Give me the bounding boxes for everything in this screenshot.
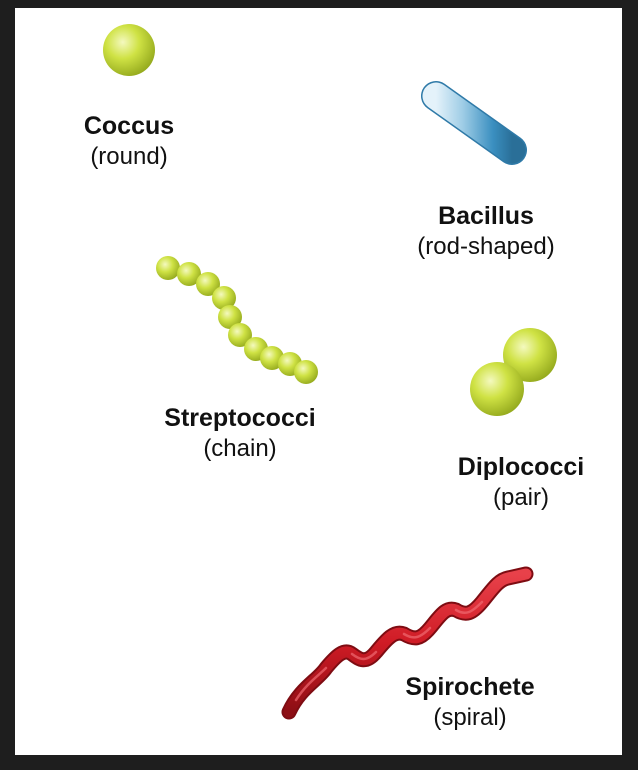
streptococcus-bead-6: [228, 323, 252, 347]
streptococcus-bead-10: [294, 360, 318, 384]
spirochete-label: Spirochete (spiral): [405, 671, 534, 733]
streptococci-name: Streptococci: [164, 404, 316, 432]
streptococcus-bead-2: [177, 262, 201, 286]
bacillus-label: Bacillus (rod-shaped): [417, 200, 554, 262]
streptococcus-bead-1: [156, 256, 180, 280]
streptococci-label: Streptococci (chain): [164, 402, 315, 464]
diplococci-pair-icon: [470, 328, 557, 416]
diplococci-name: Diplococci: [457, 453, 585, 481]
spirochete-name: Spirochete: [405, 673, 535, 701]
streptococci-description: (chain): [203, 435, 277, 462]
diplococci-label: Diplococci (pair): [458, 451, 584, 513]
streptococcus-bead-4: [212, 286, 236, 310]
diplococci-description: (pair): [492, 484, 550, 511]
coccus-label: Coccus (round): [84, 110, 174, 172]
spirochete-description: (spiral): [433, 704, 507, 731]
streptococci-chain-icon: [156, 256, 318, 384]
streptococcus-bead-3: [196, 272, 220, 296]
coccus-name: Coccus: [83, 112, 175, 140]
coccus-cell-icon: [103, 24, 155, 76]
bacillus-rod-icon: [421, 81, 527, 165]
coccus-description: (round): [90, 143, 168, 170]
spirochete-spiral-icon: [281, 566, 534, 720]
bacillus-description: (rod-shaped): [417, 233, 555, 260]
streptococcus-bead-5: [218, 305, 242, 329]
bacillus-name: Bacillus: [438, 202, 534, 230]
